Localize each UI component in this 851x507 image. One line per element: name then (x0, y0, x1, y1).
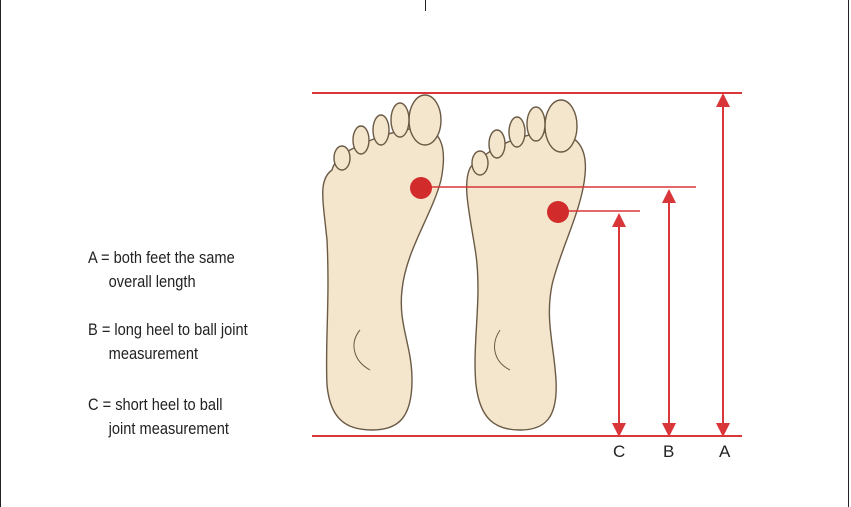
measure-label-a: A (719, 442, 730, 462)
right-foot (467, 100, 586, 430)
legend-c: C = short heel to ball joint measurement (88, 393, 229, 441)
legend-b-line2: measurement (88, 342, 248, 366)
left-foot (323, 95, 444, 430)
left-toe-3 (373, 115, 389, 145)
legend-c-line1: C = short heel to ball (88, 393, 229, 417)
legend-b: B = long heel to ball joint measurement (88, 318, 248, 366)
left-foot-sole (323, 128, 444, 430)
legend-a-line2: overall length (88, 270, 235, 294)
measure-label-c: C (613, 442, 625, 462)
left-toe-5 (334, 146, 350, 170)
left-toe-2 (391, 103, 409, 137)
legend-a-line1: A = both feet the same (88, 246, 235, 270)
legend-c-line2: joint measurement (88, 417, 229, 441)
right-toe-4 (489, 130, 505, 158)
right-toe-2 (527, 107, 545, 141)
ball-joint-marker-left (410, 177, 432, 199)
right-toe-3 (509, 117, 525, 147)
right-foot-sole (467, 132, 586, 430)
legend-a: A = both feet the same overall length (88, 246, 235, 294)
legend-b-line1: B = long heel to ball joint (88, 318, 248, 342)
left-big-toe (409, 95, 441, 145)
right-toe-5 (472, 151, 488, 175)
measure-label-b: B (663, 442, 674, 462)
left-toe-4 (353, 126, 369, 154)
ball-joint-marker-right (547, 201, 569, 223)
right-big-toe (545, 100, 577, 152)
